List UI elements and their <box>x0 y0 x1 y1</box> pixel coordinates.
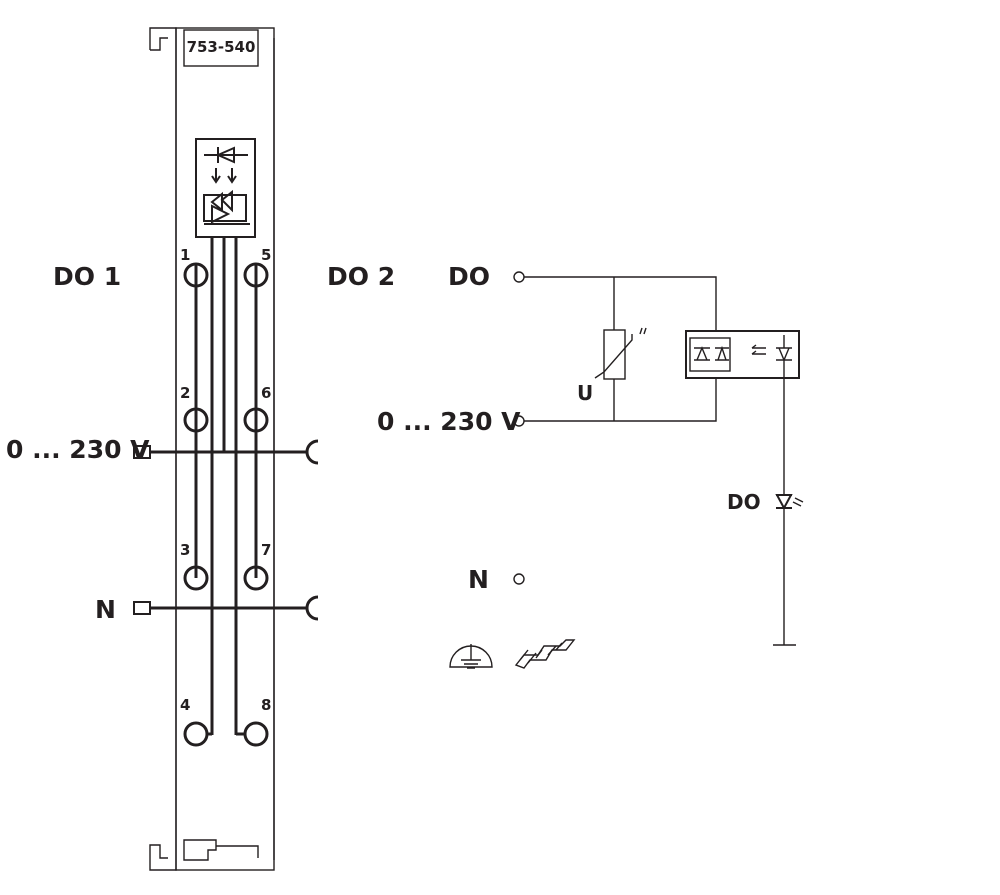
module-optocoupler-icon <box>195 138 256 238</box>
ground-icon <box>449 644 493 669</box>
terminal-4[interactable] <box>183 721 209 747</box>
power-jumper-supply <box>133 439 319 465</box>
pin-5-label: 5 <box>261 246 271 264</box>
do-terminal-node <box>513 271 525 283</box>
terminal-7[interactable] <box>243 565 269 591</box>
schematic-do-label: DO <box>448 262 490 291</box>
terminal-3[interactable] <box>183 565 209 591</box>
status-led-icon <box>775 494 804 511</box>
terminal-6[interactable] <box>243 407 269 433</box>
schematic: DO 0 ... 230 V U DO N <box>377 262 804 669</box>
module-conductors <box>194 237 258 735</box>
schematic-neutral-label: N <box>468 565 489 594</box>
led-label: DO <box>727 490 761 514</box>
pin-2-label: 2 <box>180 384 190 402</box>
pin-7-label: 7 <box>261 541 271 559</box>
terminals <box>183 262 269 747</box>
pin-6-label: 6 <box>261 384 271 402</box>
terminal-8[interactable] <box>243 721 269 747</box>
part-number-box <box>183 29 259 67</box>
neutral-potential-label: N <box>95 595 116 624</box>
terminal-2[interactable] <box>183 407 209 433</box>
channel-do1-label: DO 1 <box>53 262 121 291</box>
schematic-supply-label: 0 ... 230 V <box>377 407 521 436</box>
pin-8-label: 8 <box>261 696 271 714</box>
optotriac-icon <box>685 330 800 379</box>
neutral-terminal-node <box>513 573 525 585</box>
supply-potential-label: 0 ... 230 V <box>6 435 150 464</box>
din-rail-icon <box>514 639 576 669</box>
varistor-icon <box>594 327 647 380</box>
pin-4-label: 4 <box>180 696 190 714</box>
channel-do2-label: DO 2 <box>327 262 395 291</box>
part-number: 753-540 <box>187 38 256 56</box>
module-housing: 753-540 <box>149 27 275 871</box>
varistor-label: U <box>577 381 593 405</box>
power-jumper-neutral <box>133 595 319 621</box>
pin-1-label: 1 <box>180 246 190 264</box>
pin-3-label: 3 <box>180 541 190 559</box>
